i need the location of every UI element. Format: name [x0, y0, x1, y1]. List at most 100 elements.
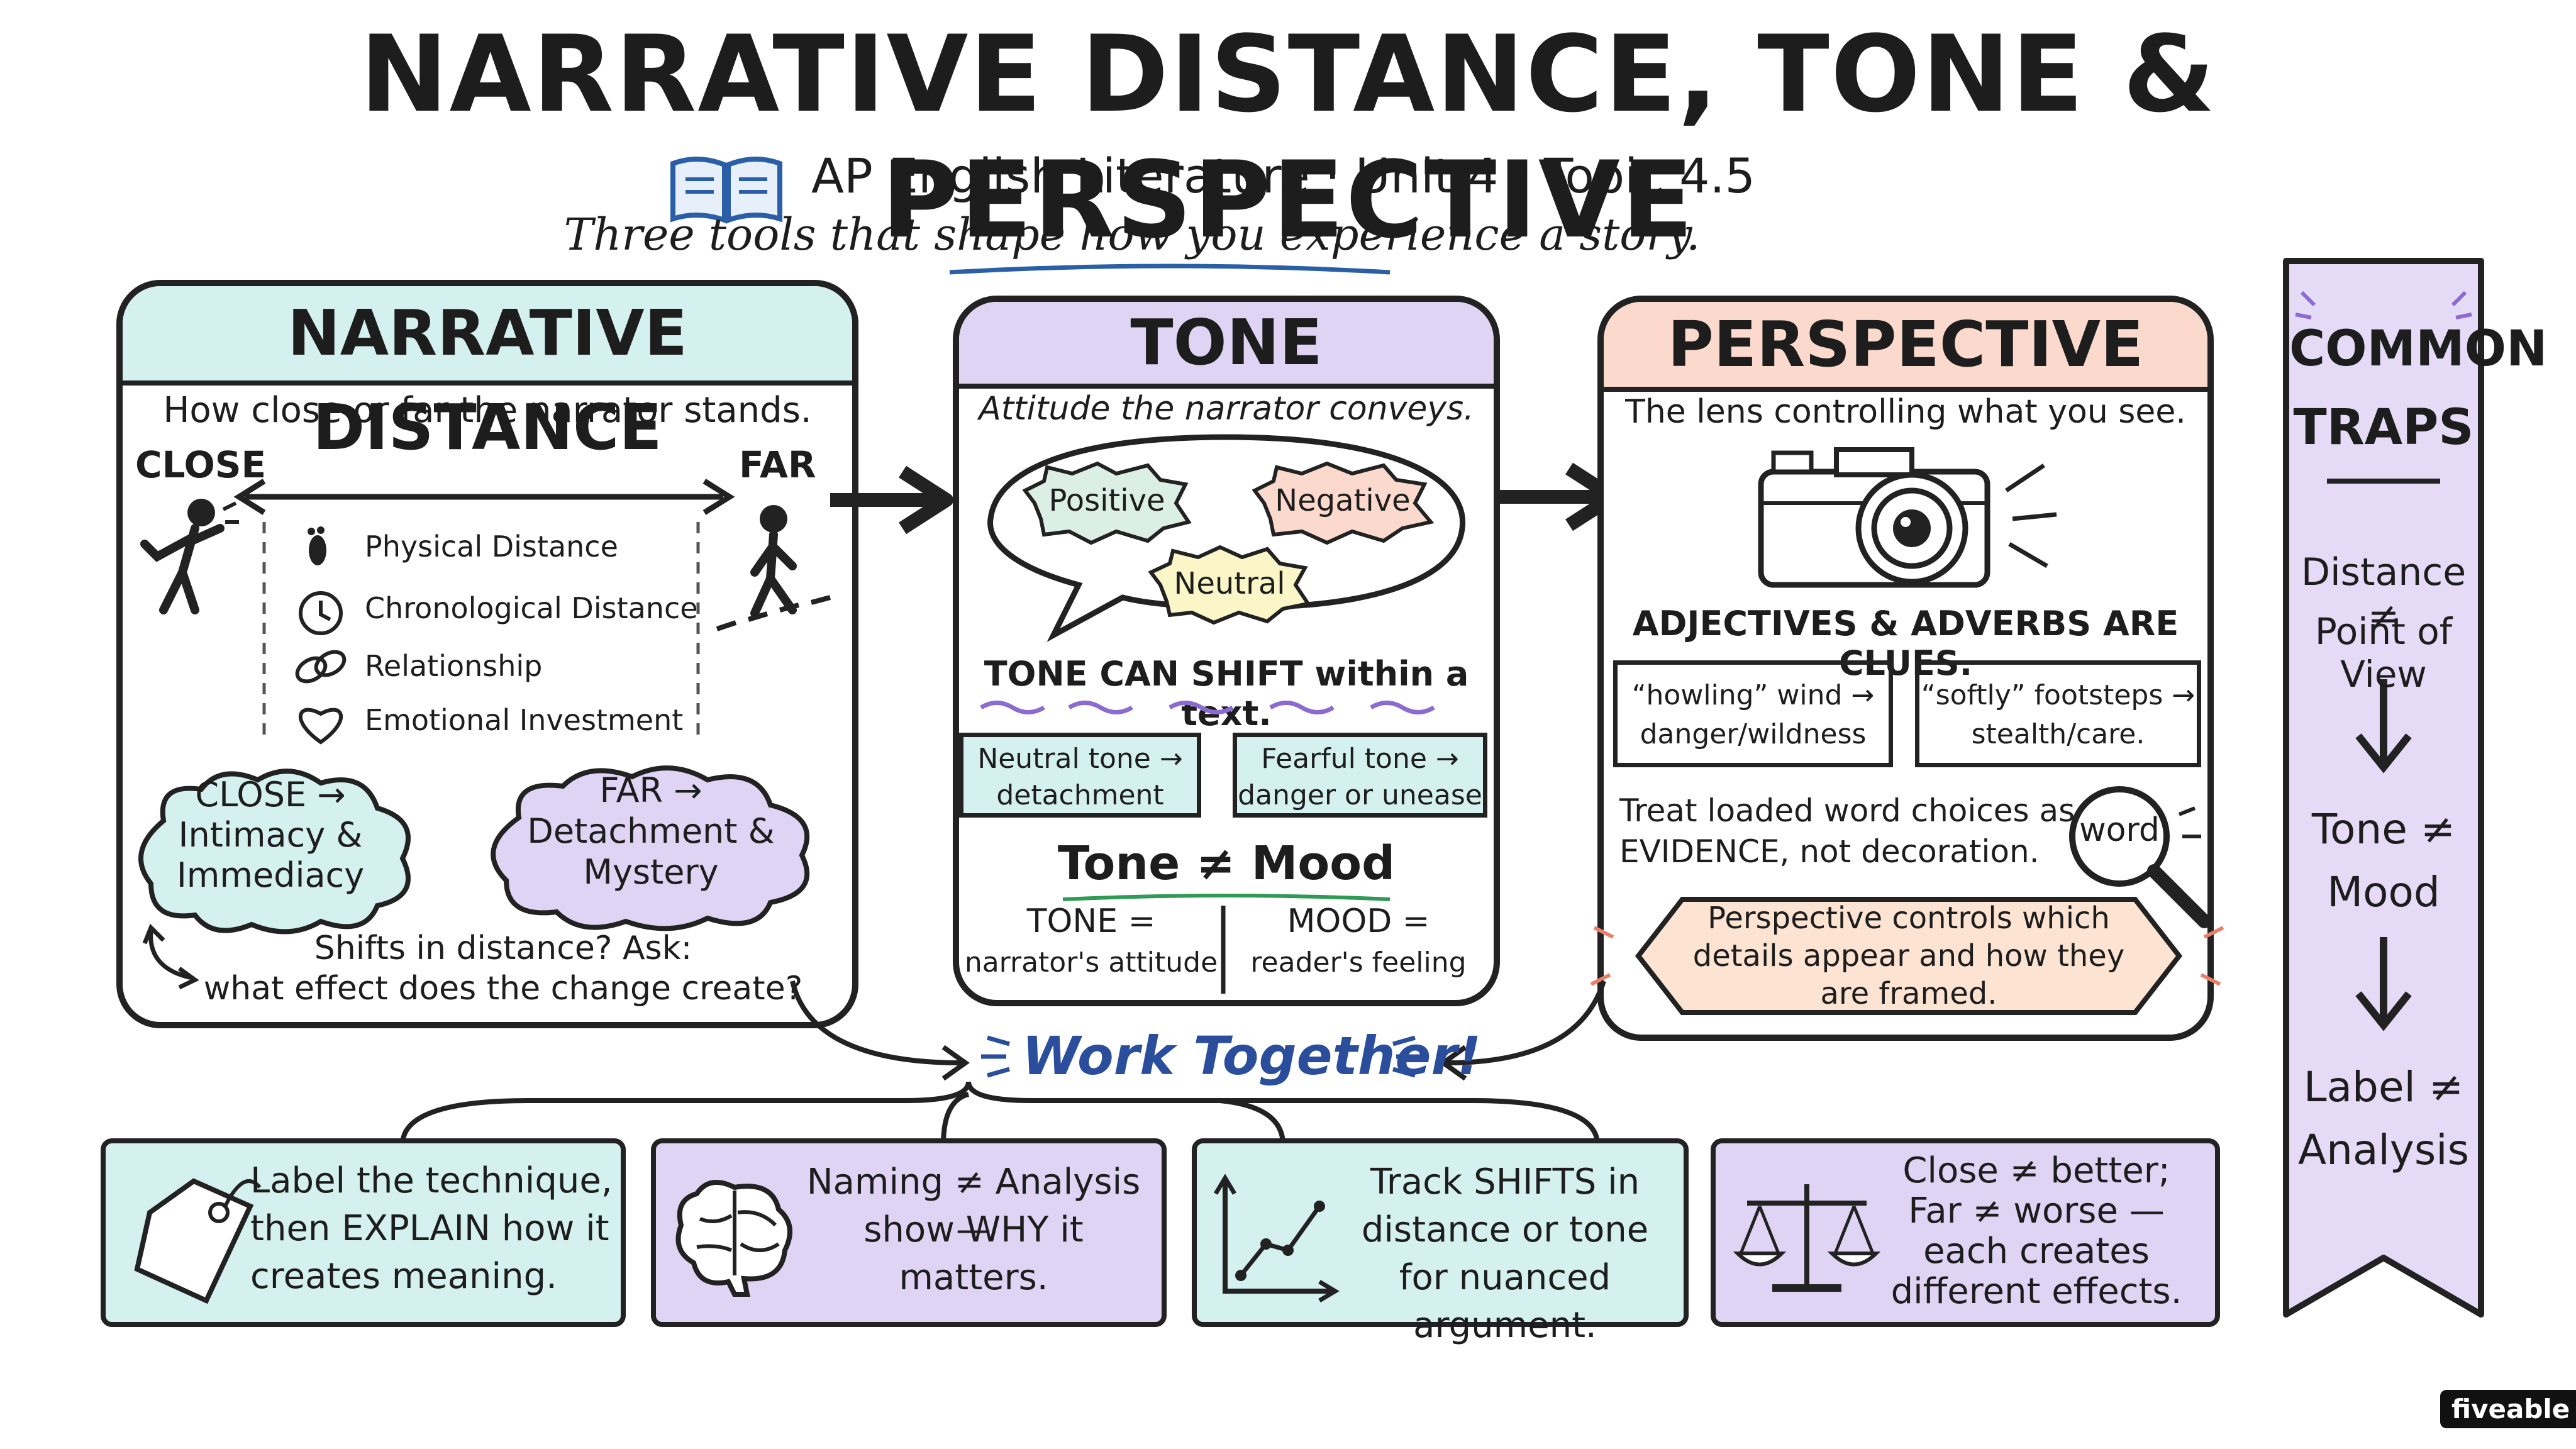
narrator-close-icon	[140, 499, 239, 614]
fearful-tone-example-line-2: danger or unease	[1238, 779, 1482, 811]
perspective-controls-line-3: are framed.	[1820, 976, 1997, 1011]
trap-1-line-1: Distance ≠	[2301, 550, 2467, 638]
converging-arrows	[790, 980, 1606, 1081]
tone-not-mood: Tone ≠ Mood	[1057, 836, 1396, 891]
heart-icon	[299, 708, 343, 745]
curved-arrow-icon	[142, 923, 199, 990]
far-cloud	[491, 765, 810, 931]
footprint-icon	[308, 526, 326, 565]
tone-mood-underline	[1062, 894, 1391, 901]
softly-footsteps-example-line-2: stealth/care.	[1971, 718, 2145, 750]
tone-shift-text: TONE CAN SHIFT within a text.	[984, 654, 1469, 733]
squiggle-underline	[980, 701, 1435, 714]
neutral-tone-example-line-1: Neutral tone →	[977, 743, 1183, 775]
tip-close-far-line-2: Far ≠ worse —	[1908, 1191, 2165, 1231]
far-cloud-line-1: FAR →	[599, 770, 702, 810]
tone-description: Attitude the narrator conveys.	[979, 390, 1474, 428]
far-cloud-line-3: Mystery	[583, 852, 719, 892]
tip-naming-analysis-line-3: matters.	[899, 1257, 1048, 1298]
howling-wind-example-line-1: “howling” wind →	[1631, 679, 1875, 711]
tip-label-explain-line-2: then EXPLAIN how it	[250, 1208, 609, 1249]
tip-close-far-line-4: different effects.	[1890, 1271, 2182, 1312]
fearful-tone-example-line-1: Fearful tone →	[1261, 743, 1459, 775]
howling-wind-example-line-2: danger/wildness	[1640, 718, 1867, 750]
close-cloud-line-2: Intimacy &	[178, 815, 363, 855]
tip-close-far-line-1: Close ≠ better;	[1902, 1150, 2170, 1191]
shift-question-line-1: Shifts in distance? Ask:	[314, 930, 692, 967]
tone-title: TONE	[959, 302, 1494, 389]
tip-naming-analysis-line-2: show WHY it	[863, 1209, 1084, 1250]
mood-definition-label: MOOD =	[1287, 902, 1430, 940]
chain-link-icon	[295, 650, 347, 684]
trap-3-line-1: Label ≠	[2303, 1063, 2464, 1111]
narrator-far-icon	[716, 505, 831, 631]
tagline-underline	[949, 264, 1391, 275]
neutral-label: Neutral	[1174, 566, 1285, 601]
close-cloud-line-1: CLOSE →	[195, 775, 346, 814]
tip-close-far: Close ≠ better; Far ≠ worse — each creat…	[1711, 1138, 2220, 1327]
line-graph-icon	[1213, 1174, 1340, 1303]
neutral-burst	[1148, 545, 1311, 625]
tagline: Three tools that shape how you experienc…	[564, 209, 1701, 260]
tag-icon	[134, 1178, 262, 1304]
definition-divider	[1221, 906, 1226, 994]
neutral-tone-example: Neutral tone → detachment	[959, 733, 1201, 818]
far-cloud-line-2: Detachment &	[527, 811, 775, 851]
open-book-icon	[670, 157, 782, 224]
subtitle: AP English Literature · Unit 4 · Topic 4…	[811, 148, 1756, 204]
fearful-tone-example: Fearful tone → danger or unease	[1233, 733, 1487, 818]
narrative-distance-description: How close or far the narrator stands.	[163, 390, 812, 431]
tip-naming-analysis-line-1: Naming ≠ Analysis —	[806, 1162, 1141, 1250]
scales-icon	[1733, 1184, 1881, 1292]
close-cloud	[138, 769, 411, 935]
tip-track-shifts: Track SHIFTS in distance or tone for nua…	[1192, 1138, 1689, 1346]
perspective-description: The lens controlling what you see.	[1625, 393, 2186, 431]
tone-panel: TONE Attitude the narrator conveys.	[953, 296, 1500, 1006]
trap-2-line-1: Tone ≠	[2311, 805, 2456, 853]
shift-question-line-2: what effect does the change create?	[203, 970, 803, 1008]
evidence-line-1: Treat loaded word choices as	[1619, 792, 2075, 829]
fiveable-logo: fiveable	[2440, 1390, 2576, 1428]
narrative-distance-title: NARRATIVE DISTANCE	[123, 286, 852, 464]
negative-label: Negative	[1275, 483, 1411, 518]
tone-definition-value: narrator's attitude	[964, 947, 1218, 979]
positive-burst	[1022, 461, 1192, 545]
tip-label-explain: Label the technique, then EXPLAIN how it…	[101, 1138, 626, 1327]
softly-footsteps-example-line-1: “softly” footsteps →	[1921, 679, 2196, 711]
magnifier-word: word	[2079, 811, 2160, 849]
common-traps-title-line-1: COMMON	[2289, 321, 2548, 377]
factor-chronological: Chronological Distance	[365, 591, 698, 625]
connector-lines	[400, 1081, 1600, 1145]
factor-emotional: Emotional Investment	[365, 703, 684, 737]
tip-track-shifts-line-3: for nuanced argument.	[1399, 1257, 1611, 1346]
howling-wind-example: “howling” wind → danger/wildness	[1613, 660, 1893, 767]
distance-arrow	[233, 479, 735, 515]
perspective-controls-line-2: details appear and how they	[1692, 938, 2125, 974]
factor-bracket	[262, 522, 700, 742]
magnifying-glass-icon	[2069, 786, 2211, 928]
perspective-controls-hexagon	[1590, 897, 2224, 1015]
tip-label-explain-line-1: Label the technique,	[250, 1160, 613, 1201]
page-title: NARRATIVE DISTANCE, TONE & PERSPECTIVE	[360, 13, 2216, 262]
clock-icon	[299, 591, 343, 635]
factor-relationship: Relationship	[365, 649, 543, 683]
perspective-title: PERSPECTIVE	[1604, 302, 2207, 392]
mood-definition-value: reader's feeling	[1250, 947, 1467, 979]
tip-track-shifts-line-1: Track SHIFTS in	[1370, 1162, 1640, 1202]
tip-close-far-line-3: each creates	[1923, 1231, 2150, 1272]
evidence-line-2: EVIDENCE, not decoration.	[1619, 833, 2040, 870]
tone-definition-label: TONE =	[1026, 902, 1156, 940]
trap-3-line-2: Analysis	[2298, 1126, 2469, 1174]
trap-1-line-2: Point of View	[2314, 610, 2453, 696]
tip-naming-analysis: Naming ≠ Analysis — show WHY it matters.	[651, 1138, 1167, 1327]
trap-2-line-2: Mood	[2327, 868, 2440, 916]
softly-footsteps-example: “softly” footsteps → stealth/care.	[1915, 660, 2201, 767]
brain-icon	[675, 1180, 792, 1297]
far-label: FAR	[739, 443, 816, 486]
arrow-distance-to-tone	[830, 465, 953, 535]
camera-icon	[1758, 447, 2057, 588]
close-cloud-line-3: Immediacy	[176, 855, 365, 895]
tip-label-explain-line-3: creates meaning.	[250, 1256, 557, 1297]
common-traps-title-line-2: TRAPS	[2293, 399, 2474, 456]
perspective-controls-line-1: Perspective controls which	[1707, 901, 2110, 936]
